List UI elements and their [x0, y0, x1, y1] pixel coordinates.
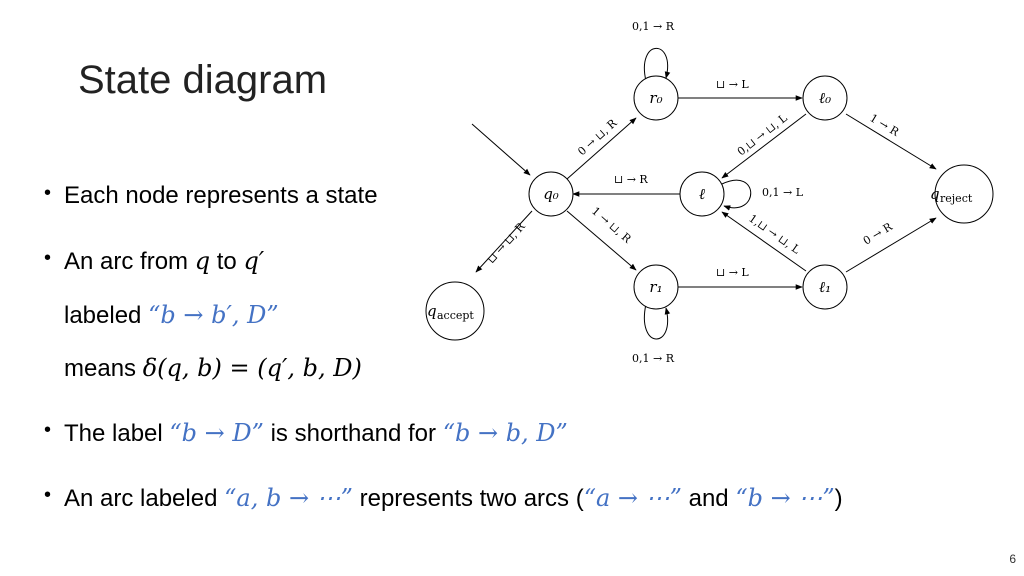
bullet-item: • An arc from q to q′ — [44, 247, 264, 276]
edge-q0-r1 — [566, 210, 637, 271]
math-arc-label: “b → b′, D” — [148, 301, 279, 329]
slide-title: State diagram — [78, 58, 328, 102]
bullet-item: • The label “b → D” is shorthand for “b … — [44, 419, 568, 448]
bullet-text: An arc labeled — [64, 485, 225, 512]
math-delta: δ(q, b) = (q′, b, D) — [142, 354, 362, 382]
state-label-accept-sub: accept — [437, 309, 474, 322]
bullet-continuation: means δ(q, b) = (q′, b, D) — [64, 354, 362, 383]
bullet-text: The label — [64, 420, 170, 447]
edge-label-q0-accept: ⊔ → ⊔, R — [485, 220, 529, 266]
state-label-l0: ℓ₀ — [819, 89, 831, 107]
loop-r0 — [643, 47, 671, 82]
state-r1 — [633, 264, 679, 310]
state-label-r0: r₀ — [649, 89, 662, 107]
bullet-text: to — [210, 248, 244, 275]
bullet-text: An arc from — [64, 248, 195, 275]
edge-l1-reject — [845, 217, 937, 273]
edge-label-l0-l: 0,⊔ → ⊔, L — [735, 111, 790, 158]
edge-label-l-loop: 0,1 → L — [762, 186, 804, 199]
page-number: 6 — [1009, 552, 1016, 566]
bullet-text: means — [64, 355, 143, 382]
bullet-text: labeled — [64, 302, 149, 329]
state-label-q0: q₀ — [543, 185, 559, 203]
edge-label-l-q0: ⊔ → R — [614, 173, 648, 186]
edge-label-r0-loop: 0,1 → R — [632, 20, 675, 33]
state-reject — [934, 164, 994, 224]
bullet-dot: • — [44, 247, 52, 269]
state-l — [679, 171, 725, 217]
edge-label-l1-reject: 0 → R — [861, 220, 895, 248]
math-arc-a: “a → ⋯” — [583, 484, 682, 512]
bullet-continuation: labeled “b → b′, D” — [64, 301, 279, 330]
state-label-l1: ℓ₁ — [819, 278, 831, 296]
math-arc-b: “b → ⋯” — [735, 484, 835, 512]
math-shorthand: “b → D” — [169, 419, 264, 447]
state-q0 — [528, 171, 574, 217]
bullet-item: • Each node represents a state — [44, 182, 378, 210]
edge-l0-reject — [845, 113, 937, 170]
math-full: “b → b, D” — [442, 419, 568, 447]
state-label-accept: q — [427, 302, 437, 320]
state-label-reject-sub: reject — [940, 192, 973, 205]
bullet-text: Each node represents a state — [64, 182, 378, 209]
math-combined: “a, b → ⋯” — [224, 484, 353, 512]
state-r0 — [633, 75, 679, 121]
bullet-dot: • — [44, 484, 52, 506]
bullet-text: is shorthand for — [263, 420, 443, 447]
bullet-item: • An arc labeled “a, b → ⋯” represents t… — [44, 484, 843, 513]
edge-label-l0-reject: 1 → R — [867, 111, 901, 139]
edge-label-r1-loop: 0,1 → R — [632, 352, 675, 365]
bullet-dot: • — [44, 419, 52, 441]
state-l0 — [802, 75, 848, 121]
bullet-text: and — [681, 485, 736, 512]
math-q: q — [194, 247, 211, 275]
state-accept — [425, 281, 485, 341]
edge-label-r1-l1: ⊔ → L — [716, 266, 749, 279]
loop-r1 — [643, 303, 671, 340]
state-label-reject: q — [930, 185, 940, 203]
bullet-dot: • — [44, 182, 52, 204]
edge-l0-l — [721, 113, 807, 179]
edge-q0-accept — [475, 210, 533, 273]
state-l1 — [802, 264, 848, 310]
math-q-prime: q′ — [243, 247, 265, 275]
bullet-text: represents two arcs ( — [352, 485, 584, 512]
loop-l — [721, 179, 752, 211]
edge-l1-l — [721, 211, 807, 272]
edge-q0-r0 — [566, 117, 637, 180]
start-arrow — [471, 123, 531, 176]
state-label-l: ℓ — [699, 185, 705, 203]
edge-label-q0-r1: 1 → ⊔, R — [589, 204, 634, 246]
edge-label-r0-l0: ⊔ → L — [716, 78, 749, 91]
bullet-text: ) — [834, 485, 843, 512]
edge-label-l1-l: 1,⊔ → ⊔, L — [746, 212, 803, 257]
state-label-r1: r₁ — [649, 278, 662, 296]
